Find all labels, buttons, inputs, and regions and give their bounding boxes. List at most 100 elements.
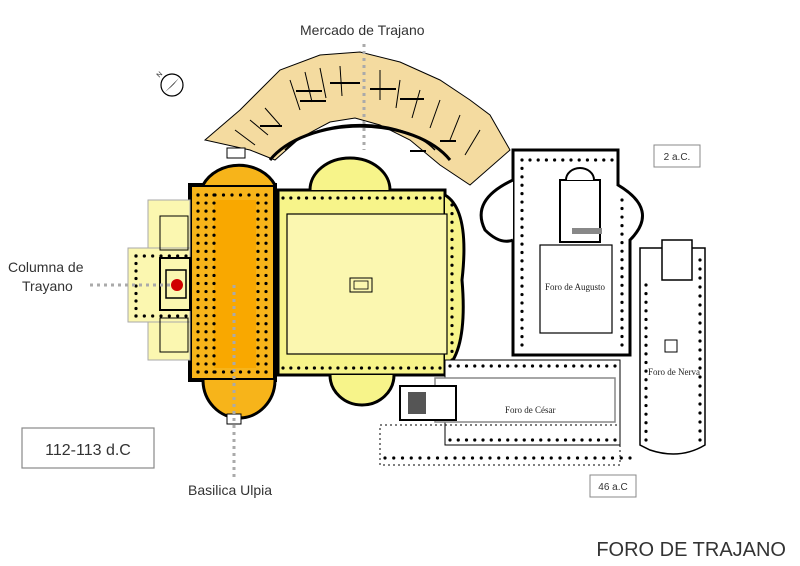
column-dot (352, 196, 356, 200)
column-dot (698, 384, 702, 388)
label-columna-2: Trayano (22, 278, 73, 294)
column-dot (506, 364, 510, 368)
column-dot (256, 322, 260, 326)
column-dot (544, 158, 549, 162)
column-dot (399, 196, 403, 200)
column-dot (344, 196, 348, 200)
column-dot (196, 273, 200, 278)
column-dot (167, 314, 171, 318)
column-dot (620, 300, 624, 304)
column-dot (212, 241, 216, 245)
column-dot (547, 438, 551, 442)
column-dot (602, 456, 606, 460)
column-dot (256, 209, 260, 213)
foro-de-cesar (379, 359, 632, 466)
column-dot (610, 158, 614, 162)
column-dot (698, 294, 702, 298)
foro-de-nerva (639, 239, 706, 455)
column-dot (588, 364, 592, 368)
column-dot (238, 370, 243, 374)
column-dot (497, 438, 502, 442)
column-dot (539, 438, 543, 442)
column-dot (644, 300, 648, 304)
column-dot (520, 217, 524, 221)
date-box-augustus: 2 a.C. (653, 144, 701, 168)
column-dot (450, 229, 454, 233)
column-dot (247, 370, 251, 374)
column-dot (336, 366, 340, 370)
column-dot (698, 438, 702, 442)
column-dot (212, 233, 216, 237)
column-dot (549, 456, 553, 460)
column-dot (644, 317, 648, 322)
column-dot (520, 292, 524, 297)
column-dot (256, 289, 260, 294)
column-dot (628, 456, 632, 460)
column-dot (450, 332, 454, 336)
column-dot (602, 158, 606, 162)
column-dot (698, 339, 702, 343)
column-dot (547, 364, 551, 368)
column-dot (151, 254, 155, 258)
column-dot (644, 326, 648, 330)
column-dot (698, 366, 702, 370)
column-dot (134, 299, 138, 303)
column-dot (450, 272, 454, 276)
column-dot (619, 456, 623, 460)
column-dot (644, 403, 648, 408)
column-dot (375, 196, 379, 200)
column-dot (520, 301, 524, 305)
column-dot (212, 322, 216, 326)
column-dot (264, 330, 268, 334)
column-dot (256, 330, 260, 334)
column-dot (520, 318, 524, 322)
column-dot (204, 265, 208, 270)
column-dot (204, 257, 208, 261)
column-dot (264, 281, 268, 286)
column-dot (196, 209, 200, 213)
column-dot (620, 309, 624, 313)
column-dot (204, 297, 208, 302)
column-dot (698, 321, 702, 325)
column-dot (456, 364, 460, 368)
column-dot (698, 411, 702, 415)
column-dot (213, 193, 217, 197)
column-dot (212, 306, 216, 310)
column-dot (580, 438, 584, 442)
column-dot (151, 314, 155, 318)
column-dot (427, 456, 431, 460)
column-dot (264, 193, 268, 197)
column-dot (297, 196, 301, 200)
column-dot (585, 158, 590, 162)
column-dot (196, 265, 200, 270)
column-dot (134, 276, 138, 281)
column-dot (563, 438, 568, 442)
column-dot (204, 322, 208, 326)
column-dot (256, 346, 260, 350)
column-dot (196, 281, 200, 286)
column-dot (620, 275, 624, 279)
column-dot (448, 364, 452, 368)
column-dot (522, 438, 526, 442)
column-dot (344, 366, 348, 370)
column-dot (520, 234, 524, 238)
column-dot (698, 402, 702, 406)
column-dot (312, 196, 316, 200)
column-dot (613, 364, 617, 368)
svg-text:2 a.C.: 2 a.C. (664, 152, 691, 163)
column-dot (264, 354, 268, 358)
column-dot (610, 456, 615, 460)
column-dot (196, 297, 200, 302)
column-dot (204, 209, 208, 213)
column-dot (450, 289, 454, 293)
label-foro-cesar: Foro de César (505, 405, 556, 415)
column-dot (256, 362, 260, 366)
column-dot (212, 273, 216, 278)
column-dot (212, 346, 216, 350)
column-dot (450, 255, 454, 259)
column-dot (264, 225, 268, 229)
column-dot (620, 241, 624, 245)
column-dot (620, 258, 624, 262)
column-dot (264, 362, 268, 366)
column-dot (698, 312, 702, 316)
